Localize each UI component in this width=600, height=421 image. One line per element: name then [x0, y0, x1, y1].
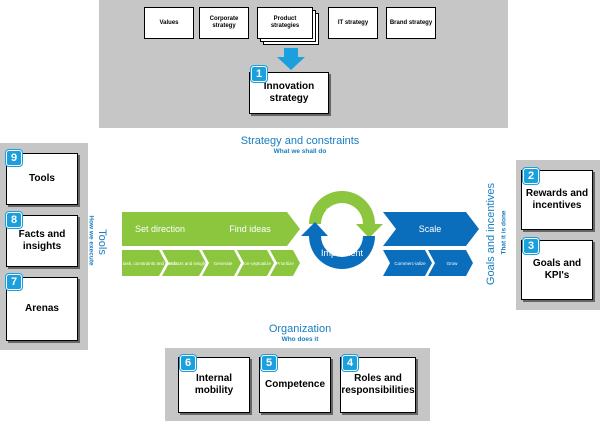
- badge-7: 7: [6, 274, 22, 290]
- badge-1: 1: [251, 66, 267, 82]
- goals-kpi-label: Goals and KPI's: [532, 258, 582, 281]
- it-strategy-box: IT strategy: [328, 7, 378, 39]
- it-strategy-label: IT strategy: [337, 19, 369, 26]
- tools-box: Tools: [6, 153, 78, 205]
- tools-box-label: Tools: [29, 173, 55, 184]
- step-generate-chevron: [202, 250, 241, 276]
- find-ideas-chevron: [196, 212, 300, 246]
- commercialize-label: Commerc-ialize: [394, 261, 426, 266]
- step-facts-label: Get facts and insight: [165, 261, 207, 266]
- set-direction-chevron: [122, 212, 213, 246]
- rewards-box: Rewards and incentives: [521, 170, 593, 230]
- internal-mobility-label: Internal mobility: [194, 373, 234, 396]
- grow-label: Grow: [447, 261, 459, 266]
- step-prioritize-label: Prioritize: [276, 261, 294, 266]
- facts-insights-label: Facts and insights: [18, 229, 66, 252]
- step-define-label: Define task, constraints and needs: [108, 261, 178, 266]
- step-facts-chevron: [162, 250, 206, 276]
- product-strategies-box: Product strategies: [257, 7, 313, 39]
- strategy-heading: Strategy and constraints: [240, 135, 360, 147]
- values-box: Values: [144, 7, 194, 39]
- brand-strategy-box: Brand strategy: [386, 7, 436, 39]
- validate-arc: [309, 191, 383, 238]
- roles-label: Roles and responsibilities: [341, 373, 415, 396]
- step-define-chevron: [122, 250, 166, 276]
- roles-box: Roles and responsibilities: [340, 357, 416, 413]
- badge-6: 6: [180, 355, 196, 371]
- step-conceptualize-label: Con-ceptualize: [241, 261, 272, 266]
- competence-label: Competence: [264, 379, 325, 390]
- step-generate-label: Generate: [214, 261, 233, 266]
- badge-2: 2: [523, 168, 539, 184]
- set-direction-label: Set direction: [135, 224, 185, 234]
- organization-heading: Organization: [268, 323, 332, 335]
- validate-label: Validate: [326, 207, 358, 217]
- values-label: Values: [159, 19, 179, 26]
- strategy-subheading: What we shall do: [273, 148, 327, 155]
- implement-arc: [301, 222, 375, 269]
- step-conceptualize-chevron: [237, 250, 274, 276]
- badge-3: 3: [523, 238, 539, 254]
- arenas-label: Arenas: [25, 303, 59, 314]
- product-strategies-label: Product strategies: [270, 16, 300, 29]
- step-prioritize-chevron: [270, 250, 300, 276]
- find-ideas-label: Find ideas: [229, 224, 271, 234]
- organization-subheading: Who does it: [281, 336, 319, 343]
- grow-chevron: [428, 250, 473, 276]
- rewards-label: Rewards and incentives: [525, 188, 589, 211]
- badge-5: 5: [261, 355, 277, 371]
- badge-9: 9: [6, 150, 22, 166]
- down-arrow-icon: [277, 48, 305, 70]
- badge-4: 4: [342, 355, 358, 371]
- corporate-strategy-label: Corporate strategy: [209, 16, 239, 29]
- scale-label: Scale: [419, 224, 442, 234]
- scale-chevron: [383, 212, 479, 246]
- implement-label: Implement: [321, 248, 364, 258]
- corporate-strategy-box: Corporate strategy: [199, 7, 249, 39]
- badge-8: 8: [6, 212, 22, 228]
- commercialize-chevron: [383, 250, 432, 276]
- innovation-strategy-label: Innovation strategy: [263, 81, 315, 104]
- brand-strategy-label: Brand strategy: [389, 19, 433, 26]
